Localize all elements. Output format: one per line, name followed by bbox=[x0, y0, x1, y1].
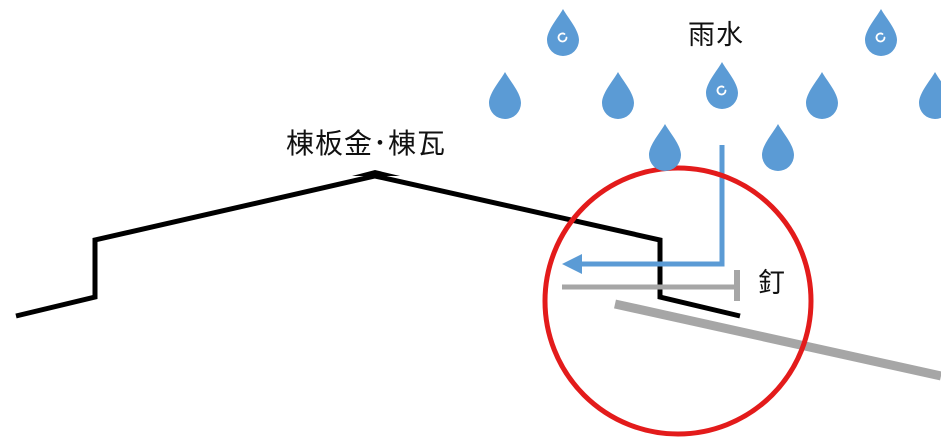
roof-board bbox=[614, 299, 941, 381]
ridge-flashing-outline bbox=[15, 173, 741, 319]
water-drop-icon bbox=[602, 72, 634, 119]
ridge-label: 棟板金･棟瓦 bbox=[286, 127, 447, 160]
nail-label: 釘 bbox=[758, 268, 785, 299]
rainwater-label: 雨水 bbox=[688, 20, 744, 51]
water-flow-arrow bbox=[562, 145, 725, 274]
highlight-circle bbox=[542, 165, 814, 437]
ridge-peak-cap bbox=[352, 170, 400, 176]
water-drop-icon bbox=[546, 8, 580, 57]
water-drop-icon bbox=[762, 124, 794, 171]
water-drop-icon bbox=[705, 61, 739, 110]
nail bbox=[562, 270, 740, 301]
water-drop-icon bbox=[649, 124, 681, 171]
water-drop-icon bbox=[919, 72, 941, 119]
water-drop-icon bbox=[489, 72, 521, 119]
water-drop-icon bbox=[806, 72, 838, 119]
water-drop-icon bbox=[864, 8, 898, 57]
